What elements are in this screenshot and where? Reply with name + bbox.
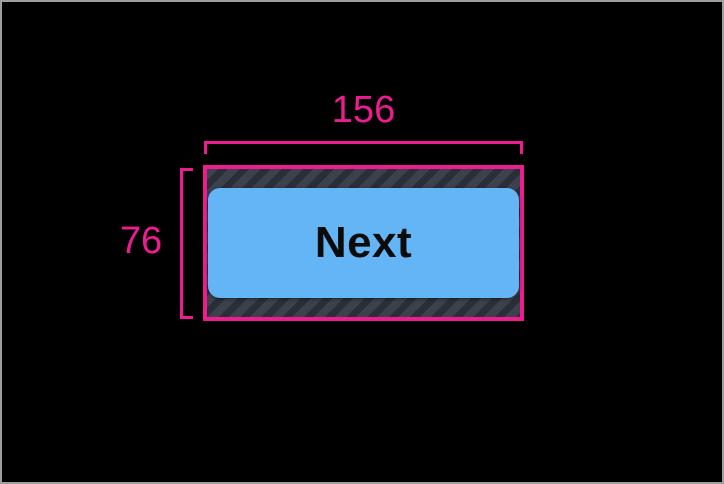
height-measurement-label: 76 [119,220,163,262]
width-measurement-bracket-icon [204,141,523,154]
padding-hatch-region: Next [203,165,524,321]
next-button[interactable]: Next [208,188,519,298]
next-button-label: Next [314,218,413,267]
height-measurement-bracket-icon [180,168,193,319]
width-measurement-label: 156 [331,89,396,131]
